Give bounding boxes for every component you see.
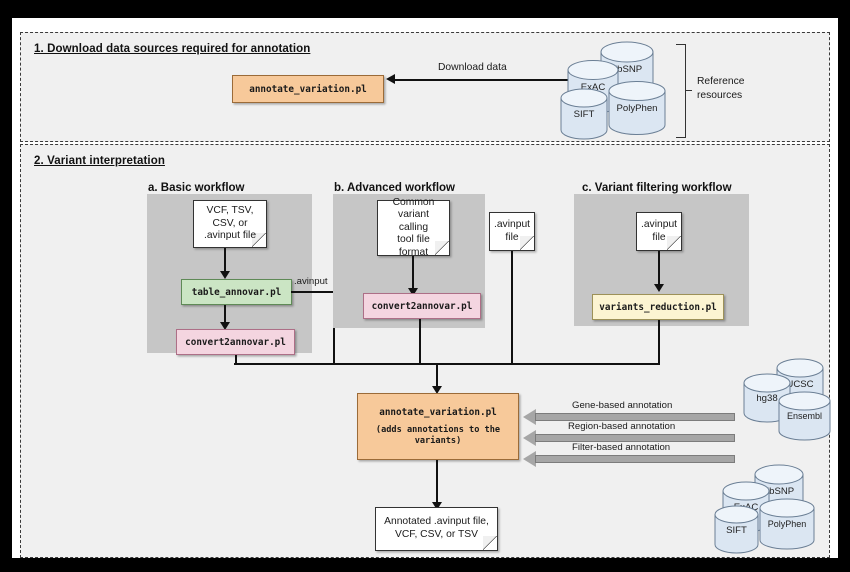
section-1-title: 1. Download data sources required for an… — [34, 43, 311, 55]
workflow-c-label: c. Variant filtering workflow — [582, 182, 732, 194]
diagram-page: 1. Download data sources required for an… — [12, 18, 838, 558]
gene-based-annotation-label: Gene-based annotation — [572, 400, 673, 411]
database-label-polyphen-2: PolyPhen — [767, 519, 807, 529]
workflow-c-edge-1 — [658, 251, 660, 287]
section-2-title: 2. Variant interpretation — [34, 155, 165, 167]
reference-resources-label-line1: Reference — [697, 76, 745, 87]
table-annovar-box[interactable]: table_annovar.pl — [181, 279, 292, 305]
doc-fold-corner-icon — [520, 236, 534, 250]
avinput-edge-label: .avinput — [294, 276, 328, 287]
filter-based-annotation-arrowhead — [523, 451, 536, 467]
gene-based-annotation-arrowhead — [523, 409, 536, 425]
workflow-a-input-doc-text: VCF, TSV, CSV, or .avinput file — [203, 205, 257, 242]
workflow-a-edge-1-head — [220, 271, 230, 279]
workflow-a-edge-2 — [224, 305, 226, 325]
section-download-data-sources — [20, 32, 830, 142]
table-annovar-label: table_annovar.pl — [191, 286, 282, 298]
download-data-arrow-head — [386, 74, 395, 84]
workflow-b-side-edge — [511, 251, 513, 364]
workflow-b-label: b. Advanced workflow — [334, 182, 455, 194]
workflow-c-input-doc: .avinput file — [636, 212, 682, 251]
core-output-edge-head — [432, 502, 442, 510]
region-based-annotation-label: Region-based annotation — [568, 421, 676, 432]
workflow-a-edge-1 — [224, 248, 226, 273]
database-label-sift-2: SIFT — [726, 525, 747, 536]
region-based-annotation-bar — [535, 434, 735, 442]
doc-fold-corner-icon — [483, 536, 497, 550]
database-label-exac: ExAC — [580, 82, 606, 93]
workflow-b-edge-1 — [412, 256, 414, 291]
workflow-c-out-edge — [658, 320, 660, 364]
doc-fold-corner-icon — [435, 241, 449, 255]
workflow-b-input-doc: Common variant calling tool file format — [377, 197, 450, 258]
convert2annovar-advanced-box[interactable]: convert2annovar.pl — [363, 293, 481, 319]
database-label-sift: SIFT — [573, 109, 595, 120]
merge-bus-line — [234, 363, 660, 365]
annotate-variation-core-sublabel: (adds annotations to the variants) — [375, 424, 501, 446]
variants-reduction-label: variants_reduction.pl — [599, 301, 717, 313]
annotate-variation-download-label: annotate_variation.pl — [249, 83, 367, 95]
annotate-variation-core-box[interactable]: annotate_variation.pl (adds annotations … — [357, 393, 519, 460]
output-doc-text: Annotated .avinput file, VCF, CSV, or TS… — [384, 516, 489, 540]
gene-based-annotation-bar — [535, 413, 735, 421]
reference-resources-label-line2: resources — [697, 90, 743, 101]
download-data-label: Download data — [438, 62, 507, 73]
filter-based-annotation-bar — [535, 455, 735, 463]
merge-to-core-edge-head — [432, 386, 442, 394]
core-output-edge — [436, 460, 438, 505]
database-label-dbsnp: dbSNP — [611, 64, 643, 75]
database-cylinder-polyphen: PolyPhen — [608, 81, 666, 135]
variants-reduction-box[interactable]: variants_reduction.pl — [592, 294, 724, 320]
download-data-arrow-line — [394, 79, 578, 81]
workflow-b-edge-1-head — [408, 288, 418, 296]
workflow-a-edge-2-head — [220, 322, 230, 330]
reference-resources-bracket — [676, 44, 686, 138]
database-cylinder-sift-2: SIFT — [714, 505, 759, 554]
merge-to-core-edge — [436, 363, 438, 389]
workflow-b-input-doc-text: Common variant calling tool file format — [392, 196, 435, 258]
database-label-hg38: hg38 — [756, 393, 778, 404]
database-label-polyphen: PolyPhen — [616, 103, 658, 114]
workflow-b-out-edge — [419, 319, 421, 364]
database-cylinder-sift: SIFT — [560, 88, 608, 140]
convert2annovar-advanced-label: convert2annovar.pl — [371, 300, 473, 312]
workflow-c-edge-1-head — [654, 284, 664, 292]
database-cylinder-ensembl: Ensembl — [778, 391, 831, 441]
filter-based-annotation-label: Filter-based annotation — [572, 442, 671, 453]
database-label-ucsc: UCSC — [786, 379, 814, 390]
convert2annovar-basic-label: convert2annovar.pl — [185, 336, 286, 348]
workflow-b-side-doc: .avinput file — [489, 212, 535, 251]
database-label-dbsnp-2: dbSNP — [763, 486, 795, 497]
region-based-annotation-arrowhead — [523, 430, 536, 446]
avinput-bypass-h1 — [291, 291, 335, 293]
database-label-ensembl: Ensembl — [786, 411, 822, 421]
doc-fold-corner-icon — [667, 236, 681, 250]
annotate-variation-core-label: annotate_variation.pl — [379, 406, 497, 418]
workflow-a-out-edge — [235, 355, 237, 364]
workflow-a-input-doc: VCF, TSV, CSV, or .avinput file — [193, 200, 267, 248]
workflow-c-input-doc-text: .avinput file — [640, 218, 678, 243]
doc-fold-corner-icon — [252, 233, 266, 247]
workflow-a-label: a. Basic workflow — [148, 182, 245, 194]
convert2annovar-basic-box[interactable]: convert2annovar.pl — [176, 329, 295, 355]
database-cylinder-polyphen-2: PolyPhen — [759, 498, 815, 550]
output-doc: Annotated .avinput file, VCF, CSV, or TS… — [375, 507, 498, 551]
reference-resources-bracket-tick — [686, 90, 692, 92]
annotate-variation-download-box[interactable]: annotate_variation.pl — [232, 75, 384, 103]
workflow-b-side-doc-text: .avinput file — [493, 218, 531, 243]
